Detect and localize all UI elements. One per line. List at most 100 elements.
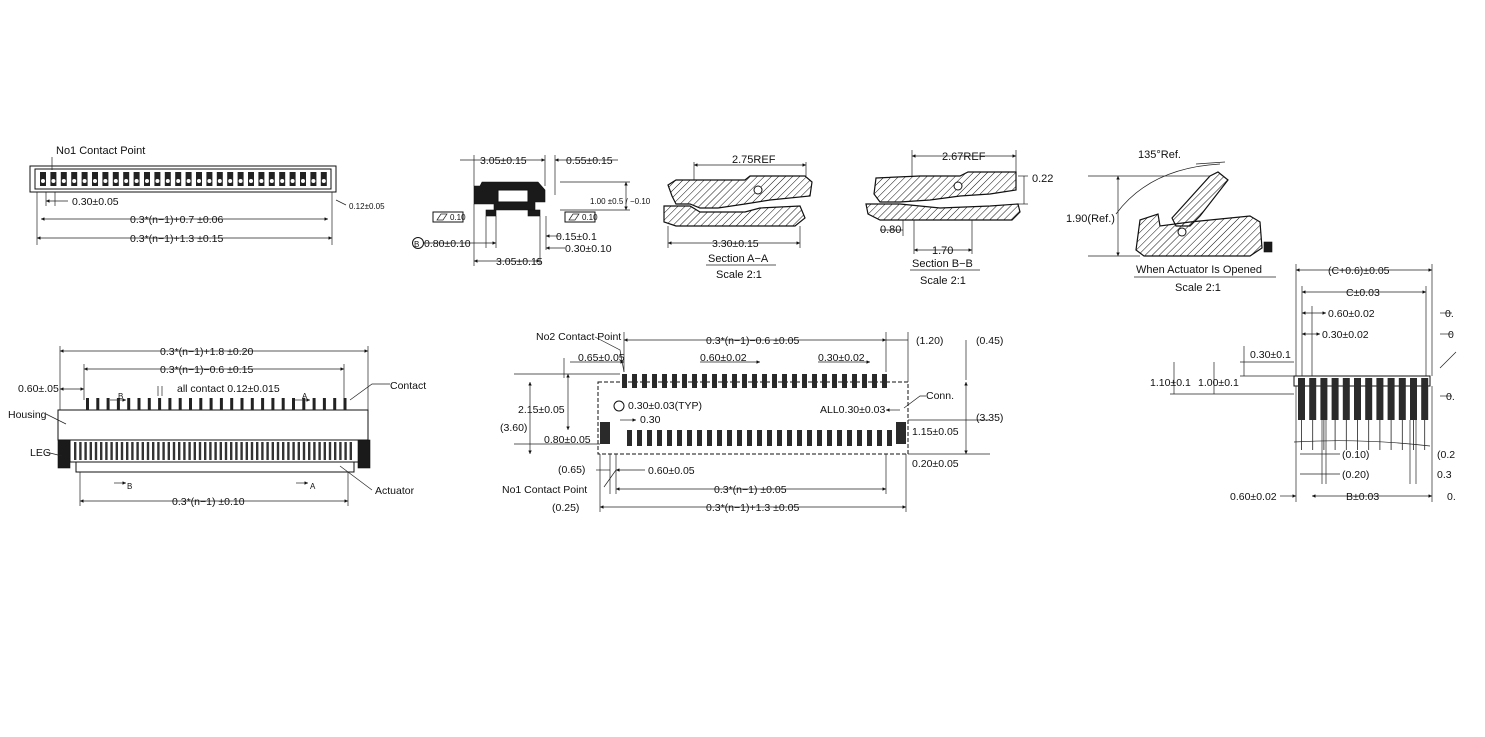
rv-c: C±0.03 — [1346, 287, 1380, 299]
section-aa: 2.75REF 3.30±0.15 Section A−A Scale 2:1 — [663, 154, 813, 281]
footprint-pad-bottom — [757, 430, 762, 446]
rv-cut-leader — [1439, 351, 1457, 369]
fp-020: 0.20±0.05 — [912, 458, 959, 470]
footprint-pad-top — [652, 374, 657, 388]
front-contact-bottom — [297, 442, 300, 460]
footprint-pad-bottom — [647, 430, 652, 446]
front-contact-bottom — [100, 442, 103, 460]
section-bb-scale: Scale 2:1 — [920, 275, 966, 287]
front-contact-bottom — [256, 442, 259, 460]
top-contact-hole — [176, 179, 181, 183]
footprint-pad-top — [672, 374, 677, 388]
top-contact-hole — [41, 179, 45, 183]
side-015: 0.15±0.1 — [556, 231, 597, 243]
front-leg-left — [57, 439, 71, 469]
right-view-contact-row — [1298, 378, 1429, 450]
footprint-pad-bottom — [657, 430, 662, 446]
footprint-pads-top — [622, 374, 887, 388]
footprint-pad-top — [762, 374, 767, 388]
fp-030-mid: 0.30 — [640, 414, 661, 426]
section-aa-ref-dim: 2.75REF — [732, 154, 776, 166]
top-contact-hole — [249, 179, 253, 183]
front-contact-bottom — [240, 442, 243, 460]
front-contact-bottom — [110, 442, 113, 460]
side-055: 0.55±0.15 — [566, 155, 613, 167]
footprint-pad-bottom — [827, 430, 832, 446]
fp-no2-leader — [594, 336, 625, 373]
front-060: 0.60±.05 — [18, 383, 59, 395]
front-contact-bottom — [126, 442, 129, 460]
fp-conn: Conn. — [926, 390, 954, 402]
footprint-pad-top — [882, 374, 887, 388]
fp-335: (3.35) — [976, 412, 1003, 424]
front-contact-top — [322, 398, 326, 410]
footprint-pad-top — [782, 374, 787, 388]
front-contact-bottom — [308, 442, 311, 460]
front-contact-bottom — [131, 442, 134, 460]
side-flatness-left: 0.10 — [450, 213, 466, 222]
side-view-window — [497, 189, 529, 203]
side-305-bottom: 3.05±0.15 — [496, 256, 543, 268]
top-view: No1 Contact Point 0.30±0.05 0.3*(n−1)+0.… — [29, 145, 385, 245]
front-contact-bottom — [334, 442, 337, 460]
top-contact-hole — [207, 179, 212, 183]
front-contact-bottom — [84, 442, 87, 460]
fp-065-top: 0.65±0.05 — [578, 352, 625, 364]
side-view-foot-right — [527, 209, 541, 217]
opened-angle-arc — [1115, 163, 1221, 215]
rv-060-bottom: 0.60±0.02 — [1230, 491, 1277, 503]
footprint-pad-bottom — [687, 430, 692, 446]
front-pitch-total: 0.3*(n−1) ±0.10 — [172, 496, 245, 508]
side-305-top: 3.05±0.15 — [480, 155, 527, 167]
front-contact-bottom — [230, 442, 233, 460]
section-bb-title: Section B−B — [912, 258, 973, 270]
top-contact-hole — [280, 179, 285, 183]
section-bb: 2.67REF 0.22 0.80 1.70 Section B−B Scale… — [865, 150, 1053, 287]
opened-scale: Scale 2:1 — [1175, 282, 1221, 294]
front-contact-top — [147, 398, 151, 410]
front-contact-top — [333, 398, 337, 410]
front-contact-bottom — [120, 442, 124, 460]
front-contact-bottom — [302, 442, 306, 460]
top-contact-hole — [82, 179, 87, 183]
right-view: (C+0.6)±0.05 C±0.03 0.60±0.02 0.30±0.02 … — [1150, 264, 1457, 503]
top-contact-hole — [113, 179, 118, 183]
top-contact-hole — [155, 179, 160, 183]
footprint-pad-top — [722, 374, 727, 388]
front-housing-label: Housing — [8, 409, 47, 421]
front-contact-top — [281, 398, 285, 410]
right-view-contact — [1387, 378, 1395, 420]
fp-115: 1.15±0.05 — [912, 426, 959, 438]
front-contact-bottom — [172, 442, 176, 460]
right-view-contact — [1298, 378, 1305, 420]
fp-065-bottom: (0.65) — [558, 464, 585, 476]
front-contact-bottom — [167, 442, 170, 460]
front-contact-top — [178, 398, 182, 410]
footprint-pad-bottom — [627, 430, 632, 446]
rv-030: 0.30±0.02 — [1322, 329, 1369, 341]
section-aa-scale: Scale 2:1 — [716, 269, 762, 281]
footprint-leg-pad-left — [600, 422, 610, 444]
opened-angle-line — [1195, 161, 1226, 165]
side-flatness-left-box — [432, 211, 464, 223]
front-housing-leader — [45, 413, 67, 425]
section-aa-housing — [663, 205, 806, 227]
front-contact-bottom — [313, 442, 316, 460]
front-leg-right — [357, 439, 371, 469]
right-view-contact — [1354, 378, 1361, 420]
rv-c06: (C+0.6)±0.05 — [1328, 265, 1390, 277]
front-contact-top — [106, 398, 110, 410]
section-bb-022: 0.22 — [1032, 173, 1053, 185]
front-bottom-outline — [75, 461, 355, 473]
footprint-pad-top — [852, 374, 857, 388]
right-view-contact — [1398, 378, 1406, 420]
fp-030-top: 0.30±0.02 — [818, 352, 865, 364]
top-contact-hole — [269, 179, 274, 183]
front-contact-top — [116, 398, 120, 410]
front-view: 0.3*(n−1)+1.8 ±0.20 0.3*(n−1)−0.6 ±0.15 … — [8, 346, 426, 508]
front-contact-top — [127, 398, 131, 410]
footprint-pad-top — [862, 374, 867, 388]
fp-no1-leader — [603, 469, 617, 488]
fp-120: (1.20) — [916, 335, 943, 347]
front-contact-bottom — [136, 442, 139, 460]
